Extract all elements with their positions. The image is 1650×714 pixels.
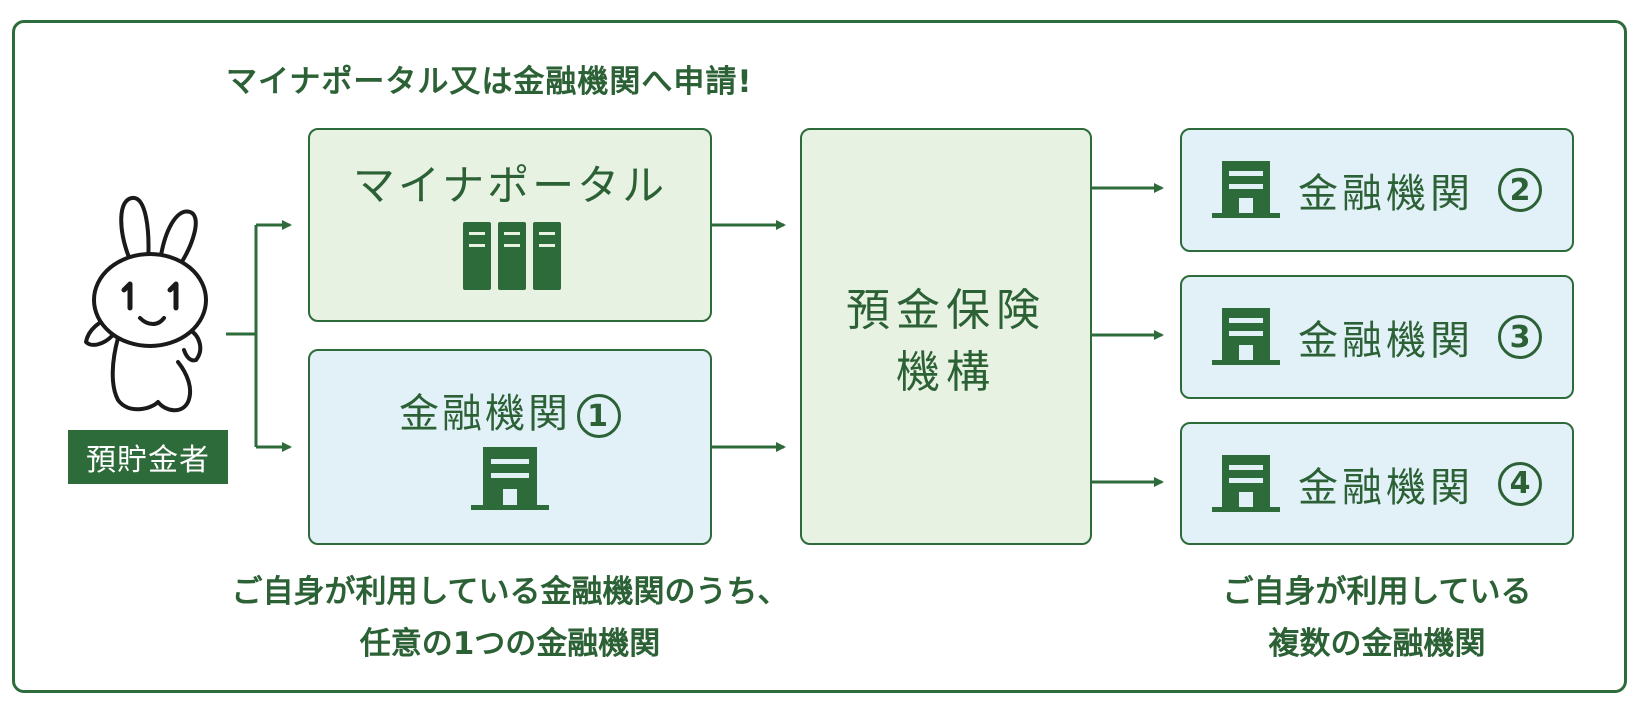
depositor-branch-connector (226, 220, 292, 452)
caption-right-line1: ご自身が利用している (1222, 574, 1532, 610)
to-dic-arrows (710, 220, 786, 452)
to-fi-target-arrows (1090, 183, 1164, 487)
myna-portal-title: マイナポータル (352, 161, 668, 210)
fi-target-label: 金融機関 (1298, 464, 1474, 511)
caption-left-line2: 任意の1つの金融機関 (359, 626, 661, 662)
building-icon (1212, 161, 1280, 218)
fi-target-number: 4 (1498, 461, 1542, 506)
fi-target-box: 金融機関 3 (1180, 275, 1574, 399)
building-icon (471, 447, 549, 510)
dic-box: 預金保険 機構 (800, 128, 1092, 545)
fi-target-label: 金融機関 (1298, 318, 1474, 364)
diagram-heading: マイナポータル又は金融機関へ申請! (226, 64, 753, 100)
caption-right-line2: 複数の金融機関 (1268, 626, 1486, 662)
fi-target-box: 金融機関 4 (1180, 422, 1574, 545)
building-icon (1212, 308, 1280, 365)
dic-title-line1: 預金保険 (846, 285, 1046, 336)
depositor-label: 預貯金者 (68, 430, 228, 484)
fi-target-number: 3 (1498, 315, 1542, 359)
fi-primary-number: 1 (577, 394, 621, 438)
fi-target-label: 金融機関 (1298, 171, 1474, 217)
caption-left-line1: ご自身が利用している金融機関のうち、 (231, 574, 789, 610)
diagram-frame (12, 20, 1627, 693)
fi-primary-label: 金融機関 (399, 391, 571, 437)
rabbit-mascot-icon (84, 196, 208, 413)
dic-title-line2: 機構 (896, 347, 996, 398)
building-icon (1212, 454, 1280, 512)
fi-target-box: 金融機関 2 (1180, 128, 1574, 252)
caption-right: ご自身が利用している 複数の金融機関 (1180, 566, 1574, 670)
fi-target-number: 2 (1498, 168, 1542, 212)
myna-portal-box: マイナポータル (308, 128, 712, 322)
caption-left: ご自身が利用している金融機関のうち、 任意の1つの金融機関 (190, 566, 830, 670)
dic-title: 預金保険 機構 (802, 280, 1090, 404)
server-icon (463, 222, 561, 290)
